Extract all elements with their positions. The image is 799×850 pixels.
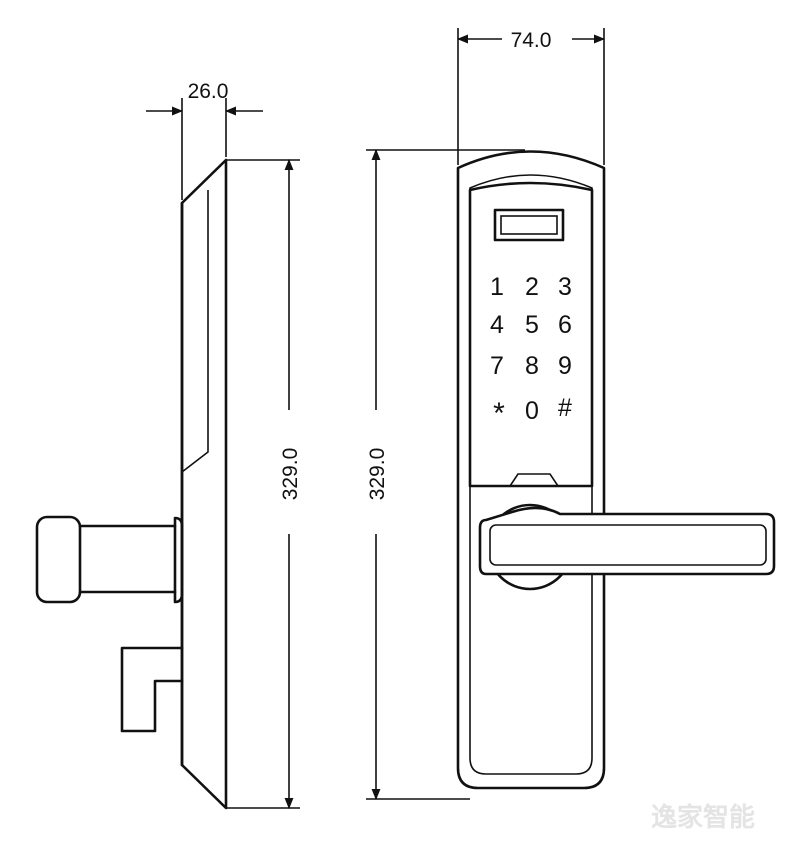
watermark-logo: 逸家智能 <box>651 802 755 833</box>
keypad-key-4: 4 <box>490 311 504 339</box>
keypad-key-0: 0 <box>525 397 539 425</box>
keypad-key-star: * <box>493 397 505 430</box>
dim-front-height-label: 329.0 <box>366 448 389 501</box>
keypad-key-8: 8 <box>525 352 539 380</box>
display-window <box>493 208 565 242</box>
dim-side-height-label: 329.0 <box>279 448 302 501</box>
side-view-handle-stem <box>173 516 184 604</box>
front-plate-inner <box>469 174 593 775</box>
keypad: 1 2 3 4 5 6 7 8 9 * 0 # <box>490 273 572 430</box>
keypad-key-hash: # <box>558 394 572 422</box>
side-view-knob <box>35 515 82 604</box>
keypad-panel <box>468 181 594 488</box>
keypad-key-5: 5 <box>525 311 539 339</box>
dim-side-thickness-label: 26.0 <box>188 80 229 103</box>
lever-handle-inner <box>489 524 767 566</box>
front-plate-outer <box>456 150 606 790</box>
keypad-key-9: 9 <box>558 352 572 380</box>
front-view: 1 2 3 4 5 6 7 8 9 * 0 # 74.0 32 9 <box>366 28 776 801</box>
display-screen <box>500 215 558 235</box>
lever-handle <box>478 506 776 576</box>
keypad-key-1: 1 <box>490 273 504 301</box>
keypad-notch <box>509 473 559 487</box>
side-view: 26.0 329.0 <box>35 80 302 810</box>
side-view-body <box>180 158 228 810</box>
dim-front-width-label: 74.0 <box>511 29 552 52</box>
side-view-latch-bracket <box>120 646 184 733</box>
keypad-key-7: 7 <box>490 352 504 380</box>
side-view-bevel <box>181 190 209 473</box>
keypad-key-2: 2 <box>525 273 539 301</box>
keypad-key-3: 3 <box>558 273 572 301</box>
keypad-key-6: 6 <box>558 311 572 339</box>
